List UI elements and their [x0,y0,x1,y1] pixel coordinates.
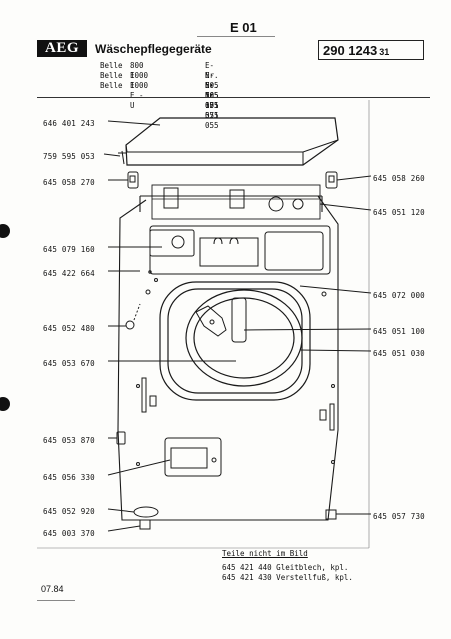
part-label: 645 058 270 [43,178,95,187]
part-label: 645 051 120 [373,208,425,217]
model-enr: E-Nr. 605 171 055 [205,71,219,120]
part-label: 645 057 730 [373,512,425,521]
model-name: Belle [100,81,123,90]
part-label: 645 053 670 [43,359,95,368]
model-variant: 800 E [130,61,144,80]
part-label: 645 058 260 [373,174,425,183]
header-separator [37,97,430,98]
footer-rule [37,600,75,601]
not-shown-item: 645 421 430 Verstellfuß, kpl. [222,573,353,582]
document-title: Wäschepflegegeräte [95,42,212,56]
screw [118,150,126,165]
part-label: 645 079 160 [43,245,95,254]
cabinet [117,195,339,521]
part-label: 759 595 053 [43,152,95,161]
part-label: 645 072 000 [373,291,425,300]
model-enr: E-Nr. 605 165 055 [205,61,219,110]
doc-number-main: 290 1243 [323,43,378,58]
header-rule [197,36,275,37]
not-shown-item: 645 421 440 Gleitblech, kpl. [222,563,349,572]
part-label: 645 003 370 [43,529,95,538]
part-label: 645 051 100 [373,327,425,336]
part-label: 645 051 030 [373,349,425,358]
aeg-logo: AEG [37,40,87,57]
doc-number-suffix: 31 [379,47,390,57]
part-label: 645 052 480 [43,324,95,333]
part-label: 646 401 243 [43,119,95,128]
model-enr: E-Nr. 605 571 055 [205,81,219,130]
part-label: 645 052 920 [43,507,95,516]
not-shown-title: Teile nicht im Bild [222,549,308,558]
top-plate [125,117,339,166]
binder-hole-top [0,224,10,238]
part-label: 645 053 870 [43,436,95,445]
page-code: E 01 [230,20,257,35]
model-variant: 1000 E [130,71,149,90]
not-shown-list: 645 421 440 Gleitblech, kpl. 645 421 430… [222,563,353,583]
model-variant: 1000 E - U [130,81,149,110]
model-name: Belle [100,61,123,70]
binder-hole-bottom [0,397,10,411]
porthole [159,281,311,401]
model-name: Belle [100,71,123,80]
part-label: 645 422 664 [43,269,95,278]
footer-date: 07.84 [41,584,64,594]
part-label: 645 056 330 [43,473,95,482]
